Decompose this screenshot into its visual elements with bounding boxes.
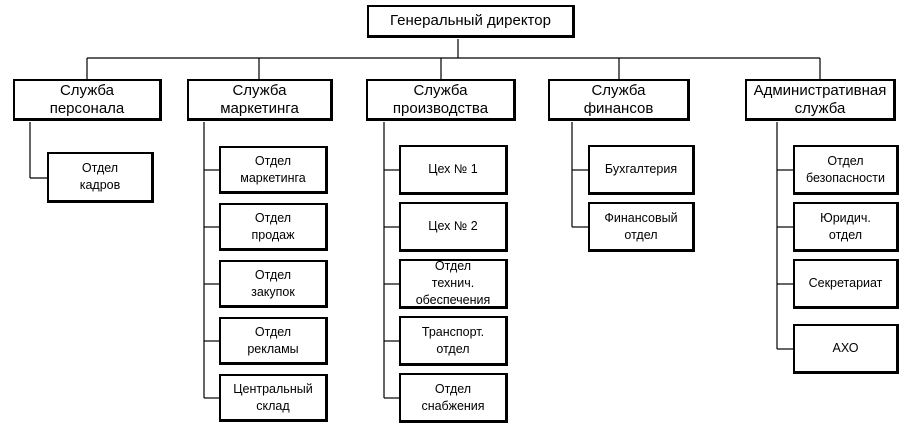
- dept-production-shop-1: Цех № 1: [399, 145, 508, 195]
- dept-admin-security: Отдел безопасности: [793, 145, 899, 195]
- dept-admin-secretariat: Секретариат: [793, 259, 899, 309]
- dept-admin-aho: АХО: [793, 324, 899, 374]
- service-production-box: Служба производства: [366, 79, 516, 121]
- dept-finance-financial: Финансовый отдел: [588, 202, 695, 252]
- dept-production-technical: Отдел технич. обеспечения: [399, 259, 508, 309]
- service-marketing-box: Служба маркетинга: [187, 79, 333, 121]
- dept-marketing-purchasing: Отдел закупок: [219, 260, 328, 308]
- dept-marketing-warehouse: Центральный склад: [219, 374, 328, 422]
- dept-admin-legal: Юридич. отдел: [793, 202, 899, 252]
- dept-marketing-sales: Отдел продаж: [219, 203, 328, 251]
- service-admin-box: Административная служба: [745, 79, 896, 121]
- dept-marketing-advertising: Отдел рекламы: [219, 317, 328, 365]
- dept-marketing-marketing: Отдел маркетинга: [219, 146, 328, 194]
- dept-finance-accounting: Бухгалтерия: [588, 145, 695, 195]
- dept-production-supply: Отдел снабжения: [399, 373, 508, 423]
- dept-production-shop-2: Цех № 2: [399, 202, 508, 252]
- dept-production-transport: Транспорт. отдел: [399, 316, 508, 366]
- ceo-box: Генеральный директор: [367, 5, 575, 38]
- service-finance-box: Служба финансов: [548, 79, 690, 121]
- dept-personnel-hr: Отдел кадров: [47, 152, 154, 203]
- service-personnel-box: Служба персонала: [13, 79, 162, 121]
